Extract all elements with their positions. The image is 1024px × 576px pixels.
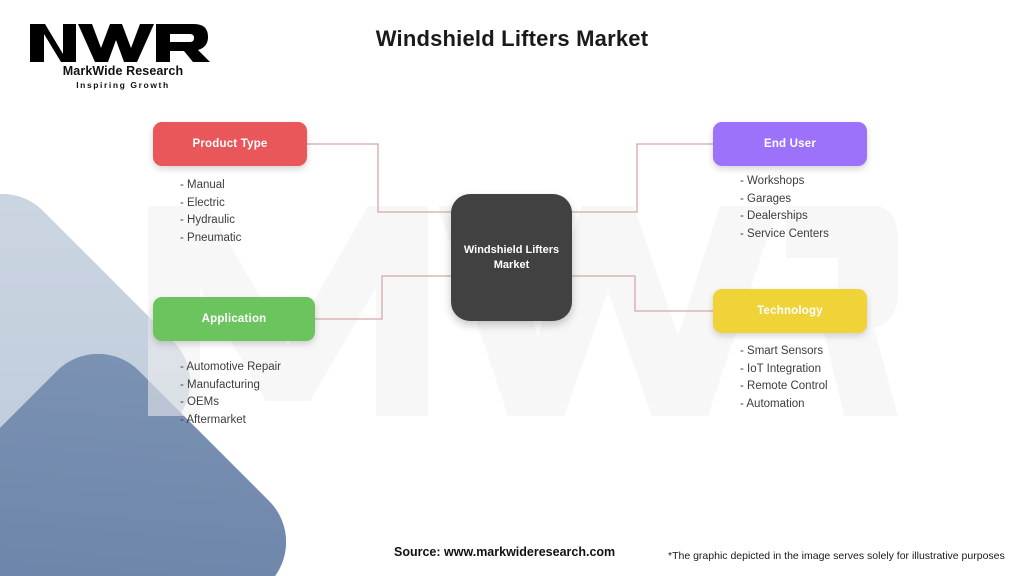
brand-logo: MarkWide Research Inspiring Growth — [18, 20, 238, 94]
logo-tagline: Inspiring Growth — [76, 80, 170, 90]
list-item: - Workshops — [740, 175, 805, 187]
branch-list-end-user: - Workshops - Garages - Dealerships - Se… — [740, 173, 829, 243]
branch-chip-product-type[interactable]: Product Type — [153, 122, 307, 166]
list-item: - Service Centers — [740, 227, 829, 240]
connector-technology — [572, 275, 713, 312]
list-item: - Aftermarket — [180, 413, 246, 426]
logo-company-name: MarkWide Research — [62, 64, 184, 78]
list-item: - Electric — [180, 196, 225, 209]
list-item: - Remote Control — [740, 380, 828, 393]
connector-product-type — [307, 143, 451, 213]
logo-mark-mwr — [30, 24, 210, 62]
connector-end-user — [572, 143, 713, 213]
list-item: - Smart Sensors — [740, 345, 824, 357]
branch-list-product-type: - Manual - Electric - Hydraulic - Pneuma… — [180, 177, 241, 247]
center-node-label: Windshield Lifters Market — [464, 243, 559, 273]
branch-list-technology: - Smart Sensors - IoT Integration - Remo… — [740, 343, 828, 413]
connector-application — [315, 275, 451, 320]
list-item: - Garages — [740, 192, 792, 205]
branch-chip-application[interactable]: Application — [153, 297, 315, 341]
center-node-label-line1: Windshield Lifters — [463, 243, 560, 256]
footer-disclaimer: *The graphic depicted in the image serve… — [668, 550, 1005, 562]
list-item: - Automation — [740, 397, 805, 410]
list-item: - Manufacturing — [180, 378, 260, 391]
center-node[interactable]: Windshield Lifters Market — [451, 194, 572, 321]
list-item: - Hydraulic — [180, 214, 235, 227]
list-item: - Pneumatic — [180, 231, 242, 244]
branch-list-application: - Automotive Repair - Manufacturing - OE… — [180, 359, 281, 429]
branch-chip-end-user[interactable]: End User — [713, 122, 867, 166]
list-item: - Automotive Repair — [180, 361, 281, 373]
list-item: - Dealerships — [740, 210, 808, 223]
list-item: - Manual — [180, 179, 225, 191]
list-item: - OEMs — [180, 396, 219, 409]
branch-chip-technology[interactable]: Technology — [713, 289, 867, 333]
page-title: Windshield Lifters Market — [375, 26, 649, 51]
list-item: - IoT Integration — [740, 362, 821, 375]
center-node-label-line2: Market — [493, 258, 530, 271]
footer-source: Source: www.markwideresearch.com — [394, 545, 616, 559]
